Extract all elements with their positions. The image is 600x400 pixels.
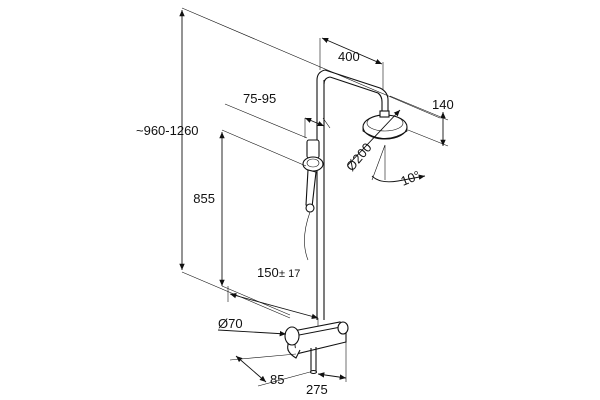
thermostatic-mixer: [284, 321, 349, 375]
label-overall-height: ~960-1260: [136, 123, 199, 138]
dim-wall-distance: 150 ± 17: [227, 265, 319, 326]
label-hand-shower-height: 855: [193, 191, 215, 206]
dim-arm-length: 400: [319, 37, 384, 90]
label-tilt-angle: 10°: [399, 168, 423, 189]
label-wall-distance: 150: [257, 265, 279, 280]
dim-outlet-diameter: Ø70: [217, 316, 287, 337]
shower-head: [362, 110, 408, 140]
shower-column: [316, 69, 389, 320]
dim-head-drop: 140: [389, 95, 454, 147]
label-hand-shower-range: 75-95: [243, 91, 276, 106]
label-mixer-width: 275: [306, 382, 328, 397]
hand-shower: [302, 139, 324, 261]
label-outlet-diameter: Ø70: [218, 316, 243, 331]
dim-hand-shower-height: 855: [193, 129, 307, 316]
dim-hand-shower-range: 75-95: [224, 91, 331, 139]
label-wall-tolerance: ± 17: [279, 268, 300, 280]
label-mixer-depth: 85: [270, 372, 284, 387]
label-head-diameter: Ø200: [343, 140, 375, 174]
label-head-drop: 140: [432, 97, 454, 112]
dim-mixer-depth: 85: [229, 353, 311, 387]
dim-mixer-width: 275: [306, 342, 347, 397]
dim-tilt-angle: 10°: [371, 144, 426, 189]
label-arm-length: 400: [338, 49, 360, 64]
